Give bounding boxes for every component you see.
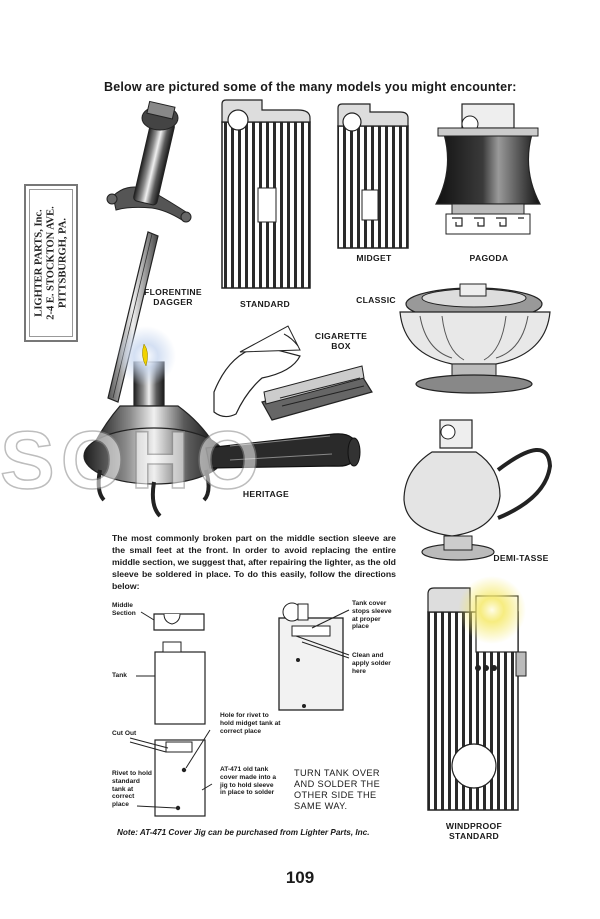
stamp-line-2: 2-4 E. STOCKTON AVE.: [45, 206, 57, 320]
pagoda-illustration: [435, 103, 541, 235]
midget-illustration: [337, 103, 409, 249]
label-standard: STANDARD: [240, 299, 290, 309]
page-heading: Below are pictured some of the many mode…: [104, 80, 517, 94]
page-number: 109: [285, 868, 315, 887]
label-pagoda: PAGODA: [469, 253, 509, 263]
label-windproof-standard: WINDPROOF STANDARD: [445, 821, 503, 841]
flame-glow-windproof: [458, 576, 526, 644]
label-classic: CLASSIC: [356, 295, 396, 305]
label-tank-cover-stops: Tank cover stops sleeve at proper place: [352, 600, 392, 631]
watermark-text: SOHO: [0, 418, 265, 500]
label-hole-rivet: Hole for rivet to hold midget tank at co…: [220, 712, 281, 735]
diagram-tank: [136, 641, 206, 725]
label-florentine-dagger: FLORENTINE DAGGER: [144, 287, 202, 307]
diagram-jig: [129, 729, 213, 817]
label-clean-apply: Clean and apply solder here: [352, 652, 391, 675]
label-heritage: HERITAGE: [242, 489, 290, 499]
purchase-note: Note: AT-471 Cover Jig can be purchased …: [117, 828, 370, 837]
classic-illustration: [399, 283, 551, 394]
label-at471-jig: AT-471 old tank cover made into a jig to…: [220, 766, 277, 797]
standard-illustration: [221, 99, 311, 289]
instruction-text: TURN TANK OVER AND SOLDER THE OTHER SIDE…: [294, 768, 381, 811]
diagram-middle-section: [140, 611, 205, 631]
diagram-sleeve: [278, 602, 350, 711]
repair-paragraph: The most commonly broken part on the mid…: [112, 533, 396, 591]
heritage-illustration: [83, 361, 361, 518]
label-tank: Tank: [112, 672, 127, 679]
label-demi-tasse: DEMI-TASSE: [493, 553, 549, 563]
flame-heritage: [142, 343, 148, 367]
cigarette-box-illustration: [213, 325, 373, 421]
demi-tasse-illustration: [403, 419, 553, 561]
label-cigarette-box: CIGARETTE BOX: [314, 331, 368, 351]
watermark: SOHO: [0, 418, 286, 500]
stamp-line-3: PITTSBURGH, PA.: [56, 218, 68, 308]
label-middle-section: Middle Section: [112, 602, 136, 617]
stamp-line-1: LIGHTER PARTS, Inc.: [33, 209, 45, 317]
label-cut-out: Cut Out: [112, 730, 137, 737]
dealer-stamp: LIGHTER PARTS, Inc. 2-4 E. STOCKTON AVE.…: [24, 184, 78, 342]
label-rivet-standard: Rivet to hold standard tank at correct p…: [112, 770, 152, 809]
label-midget: MIDGET: [356, 253, 392, 263]
